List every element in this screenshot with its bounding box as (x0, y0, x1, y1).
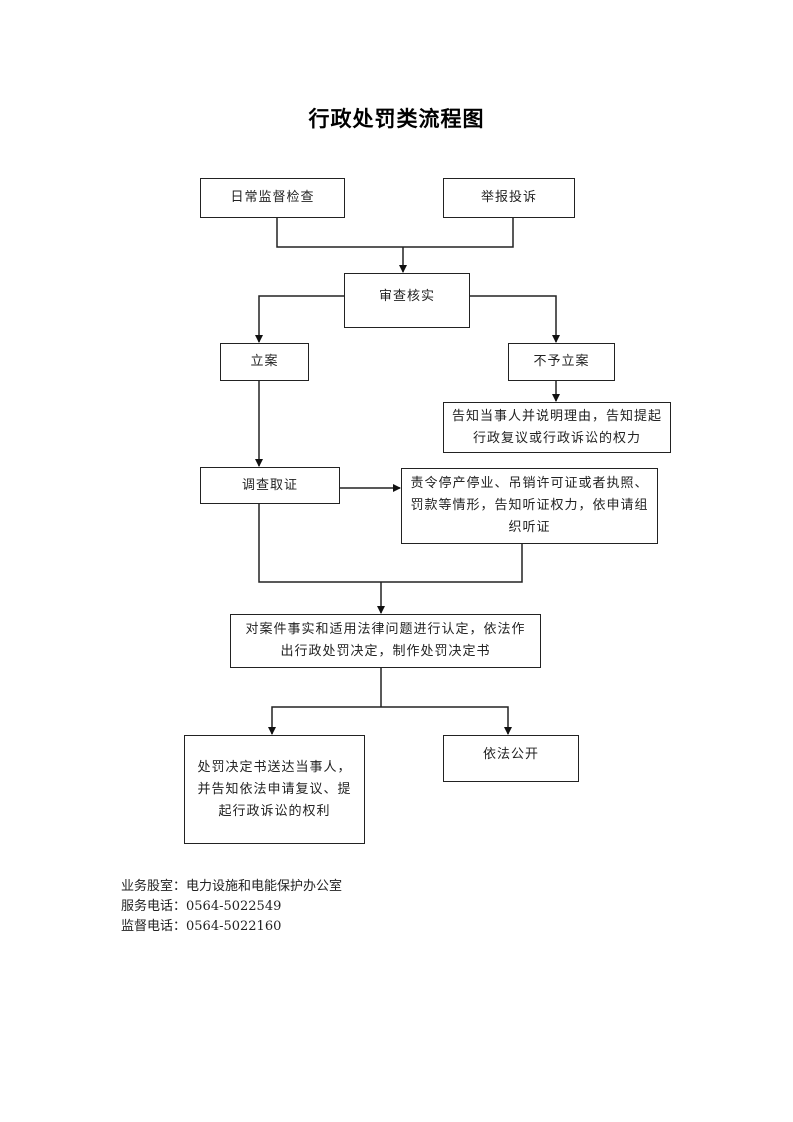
edge-review-to-file-case (255, 295, 344, 343)
contact-info: 业务股室：电力设施和电能保护办公室 服务电话：0564-5022549 监督电话… (121, 877, 342, 937)
node-no-case: 不予立案 (508, 343, 615, 381)
node-label: 立案 (250, 354, 279, 369)
node-investigate: 调查取证 (200, 467, 340, 504)
node-deliver: 处罚决定书送达当事人，并告知依法申请复议、提起行政诉讼的权利 (184, 735, 365, 844)
node-label: 依法公开 (482, 747, 539, 762)
node-notify-no-case: 告知当事人并说明理由，告知提起行政复议或行政诉讼的权力 (443, 402, 671, 453)
page-title: 行政处罚类流程图 (308, 107, 485, 131)
node-label: 不予立案 (533, 354, 590, 369)
node-label: 调查取证 (241, 477, 298, 493)
service-phone-line: 服务电话：0564-5022549 (121, 899, 282, 914)
node-decision: 对案件事实和适用法律问题进行认定，依法作出行政处罚决定，制作处罚决定书 (230, 614, 541, 668)
node-report-complaint: 举报投诉 (443, 178, 575, 218)
node-label: 告知当事人并说明理由，告知提起行政复议或行政诉讼的权力 (452, 408, 663, 446)
node-review-verify: 审查核实 (344, 273, 470, 328)
node-daily-inspection: 日常监督检查 (200, 178, 345, 218)
node-label: 对案件事实和适用法律问题进行认定，依法作出行政处罚决定，制作处罚决定书 (245, 622, 526, 659)
node-label: 举报投诉 (480, 190, 537, 205)
node-hearing: 责令停产停业、吊销许可证或者执照、罚款等情形，告知听证权力，依申请组织听证 (401, 468, 658, 544)
department-line: 业务股室：电力设施和电能保护办公室 (121, 879, 343, 894)
edge-daily-to-merge (276, 217, 514, 248)
node-label: 日常监督检查 (230, 190, 315, 205)
node-label: 审查核实 (378, 289, 435, 304)
edge-investigate-hearing-merge (258, 503, 523, 583)
edge-decision-to-publish (381, 706, 512, 735)
supervision-phone-line: 监督电话：0564-5022160 (121, 919, 282, 934)
node-file-case: 立案 (220, 343, 309, 381)
node-label: 处罚决定书送达当事人，并告知依法申请复议、提起行政诉讼的权利 (197, 759, 352, 819)
node-label: 责令停产停业、吊销许可证或者执照、罚款等情形，告知听证权力，依申请组织听证 (410, 476, 649, 535)
edge-decision-to-deliver (268, 706, 381, 735)
edge-review-to-no-case (469, 295, 560, 343)
node-publish: 依法公开 (443, 735, 579, 782)
